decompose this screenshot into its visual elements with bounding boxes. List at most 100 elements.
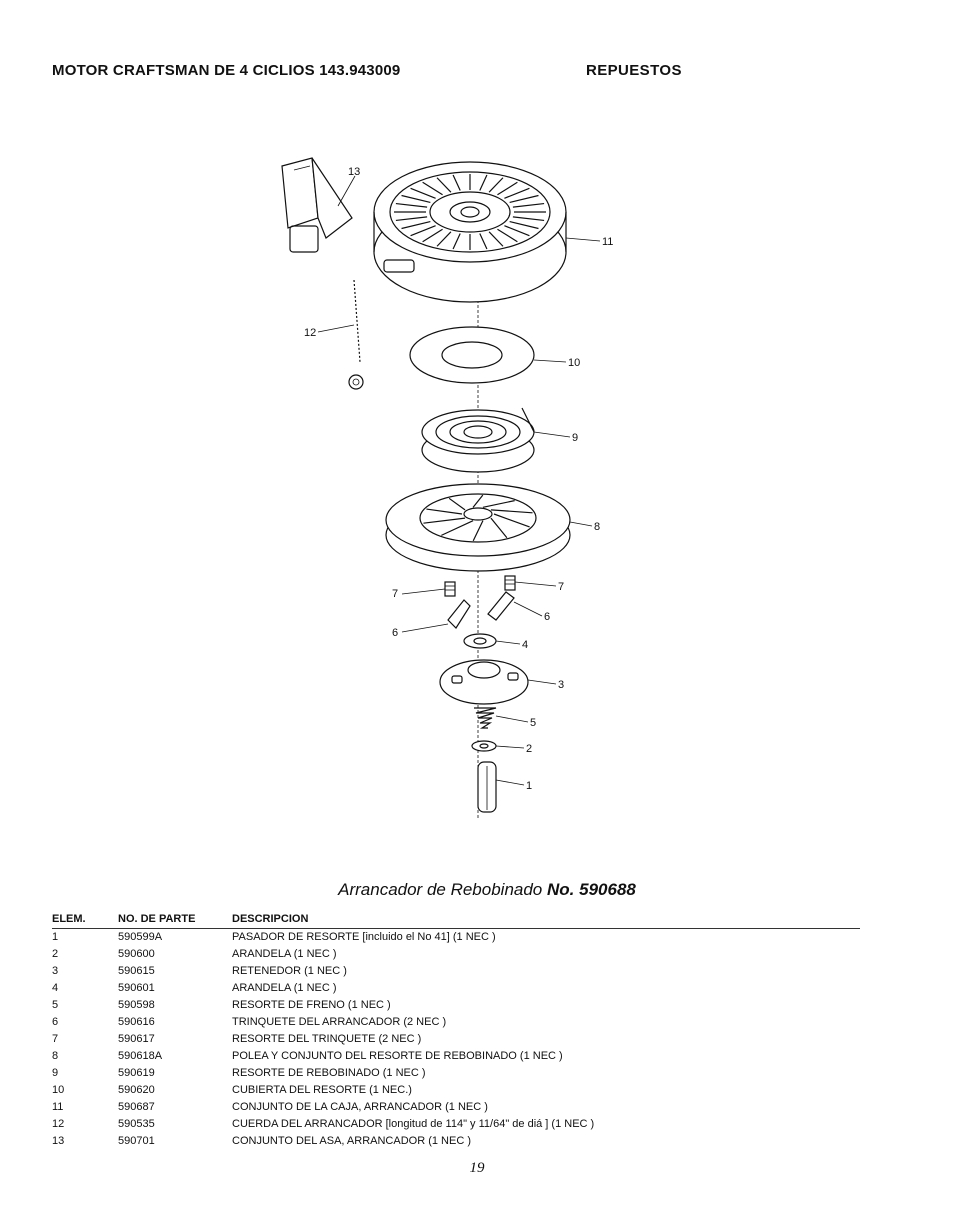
callout-label: 3 — [558, 679, 564, 691]
housing-vent — [497, 181, 518, 196]
assembly-number: No. 590688 — [547, 880, 636, 899]
elem-cell: 8 — [52, 1050, 59, 1062]
elem-cell: 9 — [52, 1067, 59, 1079]
table-row: 8 590618A POLEA Y CONJUNTO DEL RESORTE DE … — [52, 1048, 860, 1065]
housing-vent — [512, 216, 545, 222]
housing-vent — [436, 231, 452, 247]
callout-label: 6 — [544, 611, 550, 623]
spring-cover-part — [409, 326, 535, 384]
part-number-cell: 590601 — [118, 982, 155, 994]
elem-cell: 10 — [52, 1084, 65, 1096]
callout-label: 8 — [594, 521, 600, 533]
assembly-name: Arrancador de Rebobinado — [338, 880, 543, 899]
pawl-part — [447, 591, 515, 629]
pulley-spoke — [441, 520, 474, 536]
header-description: DESCRIPCION — [232, 913, 309, 925]
pulley-spoke — [490, 517, 508, 539]
callout-label: 4 — [522, 639, 528, 651]
description-cell: CUBIERTA DEL RESORTE (1 NEC.) — [232, 1084, 412, 1096]
callout-label: 11 — [602, 236, 613, 248]
starter-handle-part — [281, 157, 353, 253]
callout-label: 10 — [568, 357, 580, 369]
description-cell: RESORTE DE FRENO (1 NEC ) — [232, 999, 391, 1011]
part-number-cell: 590617 — [118, 1033, 155, 1045]
housing-vent — [504, 187, 530, 199]
housing-vent — [497, 228, 518, 243]
housing-vent — [479, 233, 488, 250]
housing-vent — [395, 216, 428, 222]
housing-vent — [488, 177, 504, 193]
pulley-spoke — [490, 509, 533, 514]
part-number-cell: 590598 — [118, 999, 155, 1011]
retainer-part — [439, 659, 529, 705]
elem-cell: 5 — [52, 999, 59, 1011]
part-number-cell: 590599A — [118, 931, 163, 943]
description-cell: TRINQUETE DEL ARRANCADOR (2 NEC ) — [232, 1016, 447, 1028]
housing-vent — [395, 202, 428, 208]
part-number-cell: 590618A — [118, 1050, 163, 1062]
housing-vent — [436, 177, 452, 193]
callout-label: 9 — [572, 432, 578, 444]
housing-vent — [452, 174, 461, 191]
starter-housing-part — [373, 161, 567, 303]
callout-label: 13 — [348, 166, 360, 178]
callout-label: 2 — [526, 743, 532, 755]
housing-vent — [504, 225, 530, 237]
description-cell: POLEA Y CONJUNTO DEL RESORTE DE REBOBINA… — [232, 1050, 563, 1062]
callout-label: 5 — [530, 717, 536, 729]
starter-rope-part — [348, 279, 364, 390]
pulley-spoke — [426, 508, 463, 515]
elem-cell: 7 — [52, 1033, 59, 1045]
description-cell: ARANDELA (1 NEC ) — [232, 982, 337, 994]
housing-vent — [410, 225, 436, 237]
callout-label: 1 — [526, 780, 532, 792]
elem-cell: 6 — [52, 1016, 59, 1028]
table-row: 13 590701 CONJUNTO DEL ASA, ARRANCADOR (1 … — [52, 1133, 860, 1150]
callout-label: 12 — [304, 327, 316, 339]
spring-pin-part — [477, 761, 497, 813]
housing-vent — [509, 194, 539, 204]
description-cell: CONJUNTO DE LA CAJA, ARRANCADOR (1 NEC ) — [232, 1101, 488, 1113]
pulley-spoke — [448, 497, 466, 511]
table-row: 1 590599A PASADOR DE RESORTE [incluido el … — [52, 929, 860, 946]
section-title: REPUESTOS — [586, 62, 682, 79]
description-cell: RETENEDOR (1 NEC ) — [232, 965, 347, 977]
description-cell: CONJUNTO DEL ASA, ARRANCADOR (1 NEC ) — [232, 1135, 471, 1147]
elem-cell: 2 — [52, 948, 59, 960]
description-cell: RESORTE DE REBOBINADO (1 NEC ) — [232, 1067, 426, 1079]
housing-vent — [401, 194, 431, 204]
housing-vent — [422, 228, 443, 243]
elem-cell: 4 — [52, 982, 59, 994]
assembly-title: Arrancador de Rebobinado No. 590688 — [0, 880, 954, 900]
table-row: 4 590601 ARANDELA (1 NEC ) — [52, 980, 860, 997]
part-number-cell: 590619 — [118, 1067, 155, 1079]
part-number-cell: 590535 — [118, 1118, 155, 1130]
part-number-cell: 590701 — [118, 1135, 155, 1147]
exploded-parts-diagram: 13 11 12 10 9 8 7 7 6 6 4 3 5 2 1 — [281, 157, 613, 820]
description-cell: PASADOR DE RESORTE [incluido el No 41] (… — [232, 931, 496, 943]
callout-label: 6 — [392, 627, 398, 639]
elem-cell: 1 — [52, 931, 59, 943]
header-part-number: NO. DE PARTE — [118, 913, 196, 925]
pulley-spoke — [472, 520, 484, 542]
housing-vent — [512, 202, 545, 208]
brake-spring-part — [474, 707, 497, 729]
part-number-cell: 590687 — [118, 1101, 155, 1113]
header-elem: ELEM. — [52, 913, 86, 925]
page-number: 19 — [469, 1160, 485, 1176]
callout-label: 7 — [392, 588, 398, 600]
pulley-spoke — [482, 500, 515, 508]
elem-cell: 13 — [52, 1135, 65, 1147]
description-cell: ARANDELA (1 NEC ) — [232, 948, 337, 960]
table-row: 9 590619 RESORTE DE REBOBINADO (1 NEC ) — [52, 1065, 860, 1082]
page-title: MOTOR CRAFTSMAN DE 4 CICLIOS 143.943009 — [52, 62, 401, 79]
part-number-cell: 590600 — [118, 948, 155, 960]
pulley-spoke — [472, 494, 484, 508]
description-cell: CUERDA DEL ARRANCADOR [longitud de 114" … — [232, 1118, 595, 1130]
